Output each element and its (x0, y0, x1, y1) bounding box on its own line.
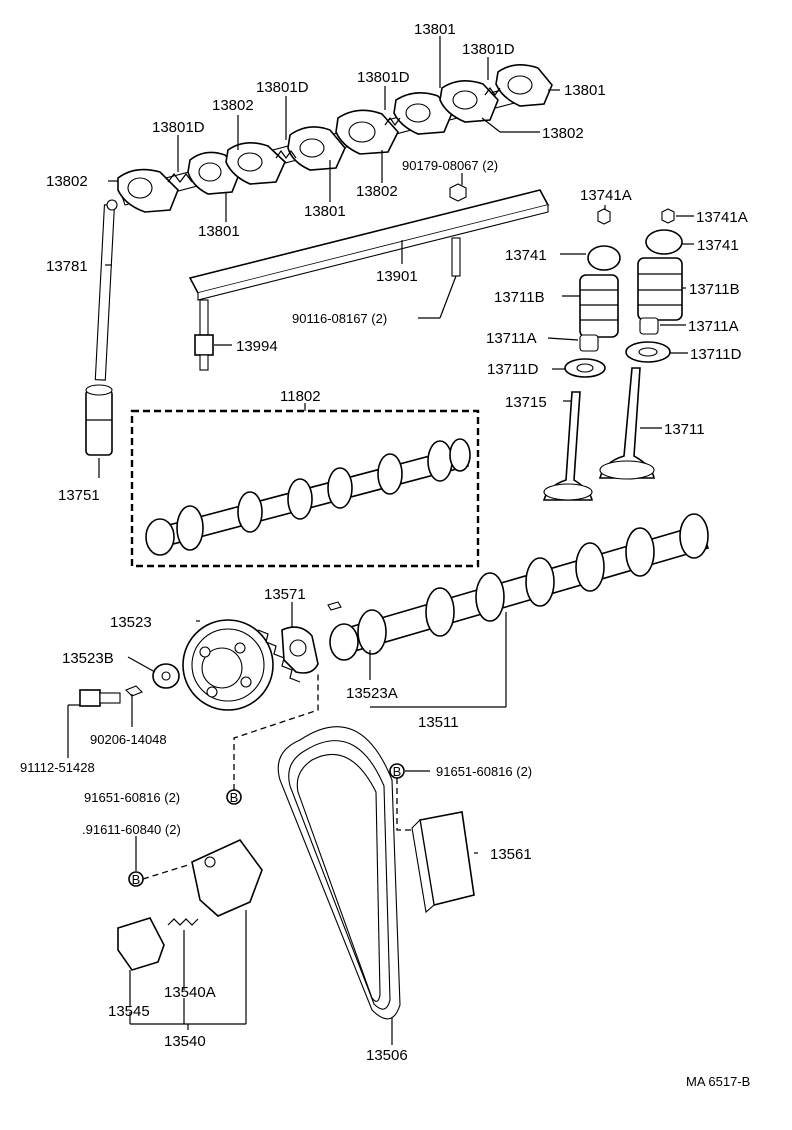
label-13802-left2: 13802 (212, 97, 254, 114)
label-13802-left: 13802 (46, 173, 88, 190)
label-91651-left: 91651-60816 (2) (84, 790, 180, 805)
label-13711A-right: 13711A (688, 318, 739, 335)
knock-pin (327, 601, 342, 611)
rocker-arm-icon (225, 142, 286, 185)
label-13781: 13781 (46, 258, 88, 275)
label-13523A: 13523A (346, 685, 398, 702)
label-13561: 13561 (490, 846, 532, 863)
label-11802: 11802 (280, 388, 321, 405)
label-13523B: 13523B (62, 650, 114, 667)
label-13540: 13540 (164, 1033, 206, 1050)
chain-tensioner (191, 839, 263, 917)
label-13711D-right: 13711D (690, 346, 742, 363)
label-13802-b: 13802 (356, 183, 398, 200)
label-13801D-top: 13801D (462, 41, 515, 58)
valve-spring-retainer (587, 229, 683, 271)
label-13506: 13506 (366, 1047, 408, 1064)
label-13801D-left: 13801D (152, 119, 205, 136)
label-13711B-right: 13711B (689, 281, 740, 298)
label-13741A-right: 13741A (696, 209, 748, 226)
leader-lines (67, 36, 694, 1045)
camshaft-icon (145, 438, 471, 556)
rocker-shaft-assembly (117, 64, 553, 213)
rocker-arm-icon (287, 126, 346, 171)
label-13801-b2: 13801 (304, 203, 346, 220)
valve-lifter (85, 384, 113, 456)
label-13741-right: 13741 (697, 237, 739, 254)
sprocket-icon (182, 619, 301, 711)
chain-damper (411, 811, 475, 914)
label-13523: 13523 (110, 614, 152, 631)
tensioner-slipper (117, 917, 165, 971)
label-13801-right: 13801 (564, 82, 606, 99)
label-91112: 91112-51428 (20, 760, 95, 775)
pushrod-icon (94, 199, 118, 381)
svg-text:B: B (230, 790, 239, 805)
tensioner-spring (167, 918, 199, 926)
label-13540A: 13540A (164, 984, 216, 1001)
rocker-arm-icon (439, 80, 499, 123)
label-13711B-left: 13711B (494, 289, 545, 306)
label-90116: 90116-08167 (2) (292, 311, 387, 326)
stud-bolt (451, 237, 461, 277)
camshaft-icon (329, 513, 710, 661)
label-13901: 13901 (376, 268, 418, 285)
bolt-marker-tensioner: B (128, 871, 144, 887)
dashed-leaders (142, 672, 412, 880)
label-13711: 13711 (664, 421, 705, 438)
label-13711D-left: 13711D (487, 361, 539, 378)
label-13545: 13545 (108, 1003, 150, 1020)
label-13751: 13751 (58, 487, 100, 504)
valve-spring-seat (564, 341, 671, 378)
rocker-arm-icon (393, 92, 453, 135)
diagram-code: MA 6517-B (686, 1074, 750, 1089)
sprocket-bolt (79, 689, 121, 707)
rocker-arm-icon (495, 64, 553, 107)
svg-text:B: B (132, 872, 141, 887)
straight-pin (125, 685, 143, 697)
timing-chain-icon (277, 726, 401, 1020)
label-13571: 13571 (264, 586, 306, 603)
label-13741-left: 13741 (505, 247, 547, 264)
valve-icon (542, 367, 655, 501)
valve-stem-seal (579, 317, 659, 352)
rocker-support-bar (188, 189, 550, 301)
label-90179: 90179-08067 (2) (402, 158, 498, 173)
part-labels: 13801 13801D 13801 13801D 13802 13801D 1… (20, 21, 748, 1064)
adjusting-screw (194, 299, 214, 371)
valve-spring-retainer-lock (597, 208, 675, 225)
label-13511: 13511 (418, 714, 459, 731)
label-91611: .91611-60840 (2) (82, 822, 181, 837)
label-13715: 13715 (505, 394, 547, 411)
label-13801-top: 13801 (414, 21, 456, 38)
nut (449, 183, 467, 202)
label-13994: 13994 (236, 338, 278, 355)
thrust-plate (281, 626, 319, 674)
label-13801D-mid: 13801D (357, 69, 410, 86)
label-91651-right: 91651-60816 (2) (436, 764, 532, 779)
sprocket-washer (152, 663, 180, 689)
valve-spring-icon (579, 257, 683, 338)
rocker-arm-icon (117, 168, 179, 213)
rocker-arm-icon (335, 109, 399, 155)
label-90206: 90206-14048 (90, 732, 167, 747)
bolt-marker-right: B (389, 763, 405, 779)
label-13801-b1: 13801 (198, 223, 240, 240)
label-13802-right: 13802 (542, 125, 584, 142)
label-13741A-left: 13741A (580, 187, 632, 204)
label-13711A-left: 13711A (486, 330, 537, 347)
svg-text:B: B (393, 764, 402, 779)
label-13801D-left2: 13801D (256, 79, 309, 96)
camshaft-group-box (130, 409, 480, 568)
bolt-marker-left: B (226, 789, 242, 805)
